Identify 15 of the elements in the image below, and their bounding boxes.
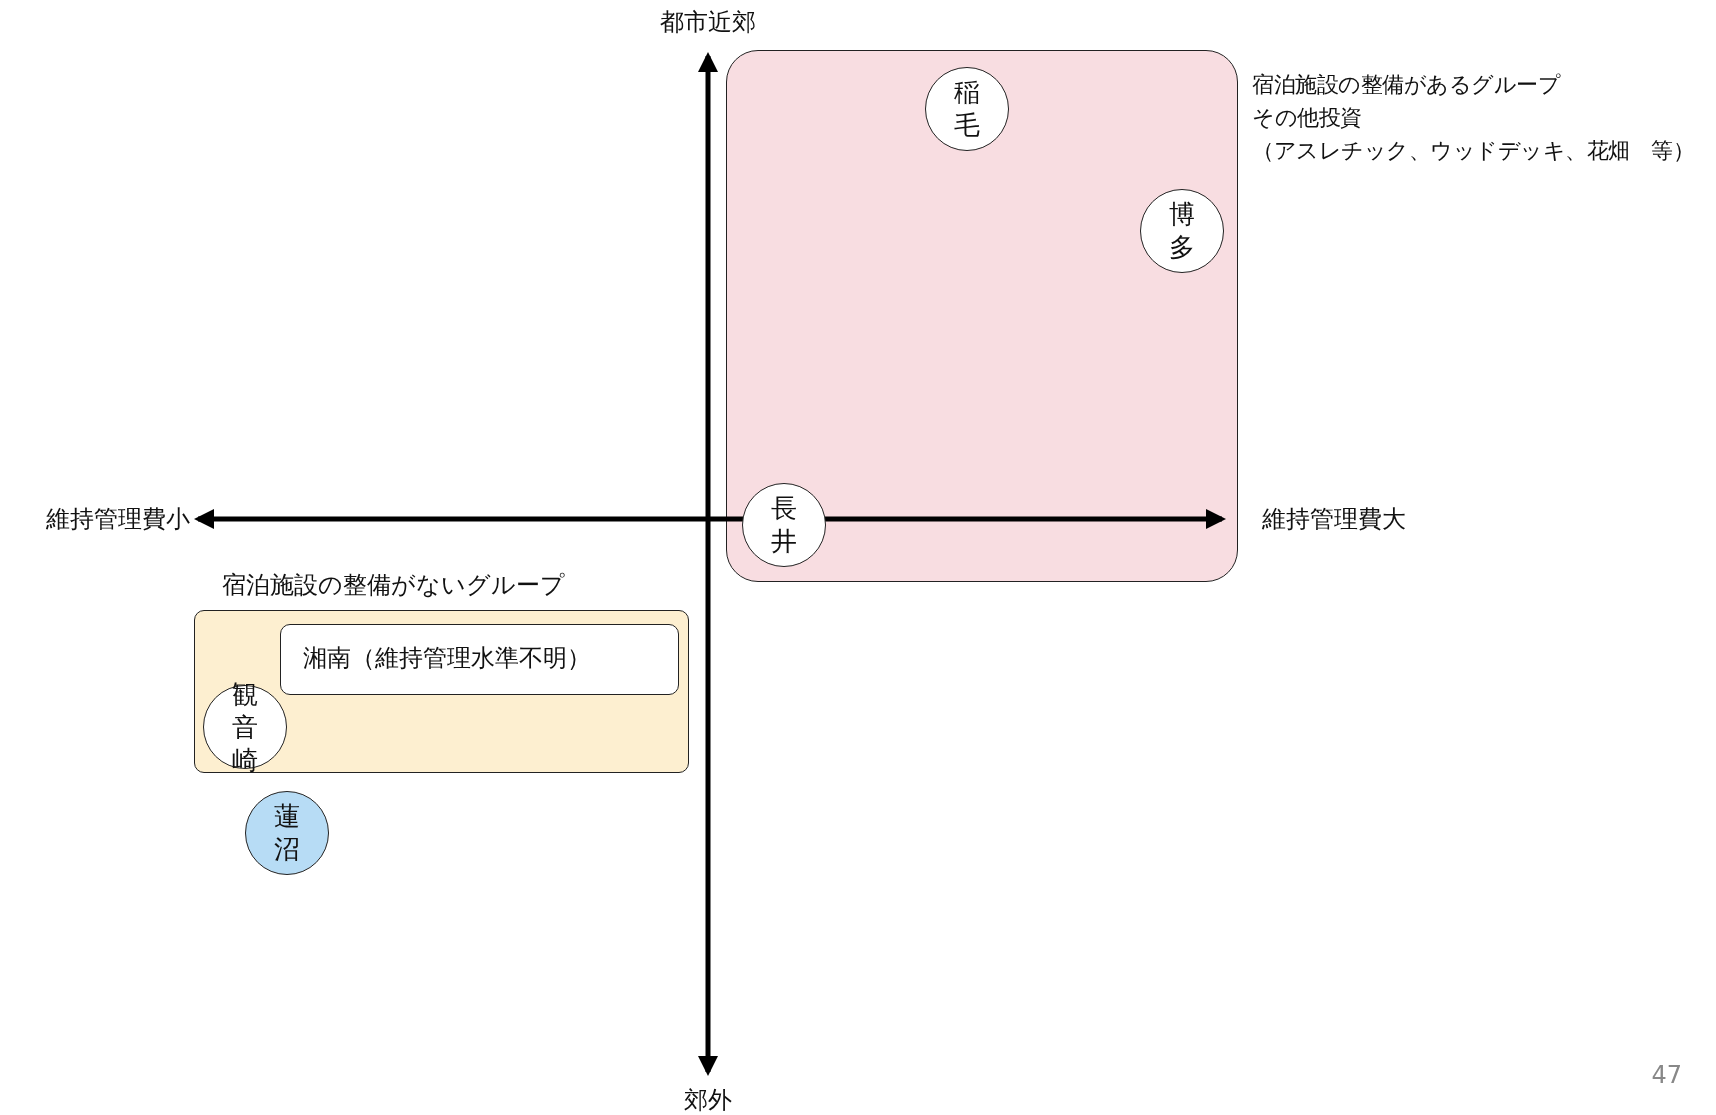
place-label: 蓮沼 [273, 800, 301, 866]
group-heading: 宿泊施設の整備がないグループ [222, 570, 565, 601]
axis-label: 郊外 [684, 1085, 732, 1115]
group-note: その他投資 [1252, 104, 1362, 132]
group-heading: 宿泊施設の整備があるグループ [1252, 71, 1560, 99]
axis-label: 都市近郊 [660, 7, 756, 38]
place-label: 長井 [770, 492, 798, 558]
place-label: 観音崎 [231, 677, 259, 777]
page-number: 47 [1651, 1060, 1682, 1091]
axis-label: 維持管理費大 [1262, 504, 1406, 535]
place-label: 博多 [1168, 198, 1196, 264]
place-label: 稲毛 [953, 76, 981, 142]
group-note: （アスレチック、ウッドデッキ、花畑 等） [1252, 137, 1694, 165]
label-box: 湘南（維持管理水準不明） [280, 624, 679, 695]
axis-label: 維持管理費小 [46, 504, 190, 535]
